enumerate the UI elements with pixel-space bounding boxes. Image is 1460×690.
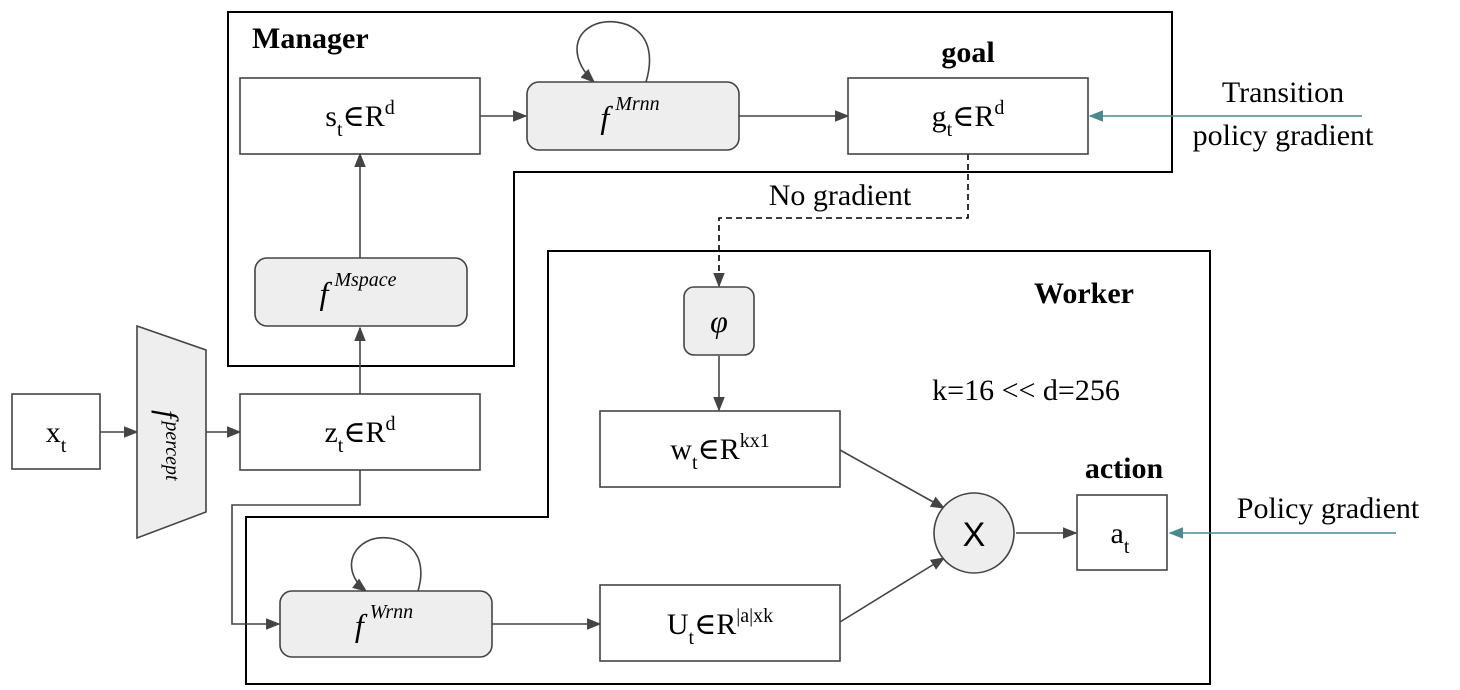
- node-g-box: [847, 77, 1089, 155]
- node-s-label: st∈Rd: [325, 97, 394, 141]
- node-z-box: [239, 393, 481, 471]
- node-x-label: xt: [46, 416, 67, 457]
- node-a-box: [1076, 494, 1168, 571]
- transition-gradient-label-line1: Transition: [1222, 76, 1344, 109]
- node-x-box: [11, 393, 101, 470]
- goal-label: goal: [941, 36, 994, 69]
- node-u-box: [599, 584, 841, 662]
- node-wrnn-box: [279, 590, 493, 658]
- manager-region: [227, 11, 1173, 367]
- k-d-label: k=16 << d=256: [932, 374, 1120, 407]
- node-percept-trapezoid: [136, 324, 207, 540]
- edge-w-mult: [839, 449, 946, 509]
- transition-gradient-label-line2: policy gradient: [1193, 119, 1374, 152]
- action-label: action: [1085, 452, 1164, 485]
- node-g-label: gt∈Rd: [932, 97, 1005, 141]
- mrnn-recurrence-loop: [576, 20, 651, 83]
- manager-title: Manager: [252, 22, 369, 55]
- node-u-label: Ut∈R|a|xk: [667, 605, 773, 649]
- node-z-label: zt∈Rd: [324, 413, 395, 457]
- node-mult-circle: [933, 492, 1015, 574]
- no-gradient-label: No gradient: [769, 179, 912, 212]
- node-a-label: at: [1111, 517, 1130, 558]
- worker-region: [245, 250, 1211, 685]
- node-phi-label: φ: [710, 303, 728, 339]
- node-w-label: wt∈Rkx1: [670, 430, 769, 474]
- node-mult-label: X: [963, 516, 986, 554]
- edge-g-phi-no-gradient: [713, 154, 969, 288]
- node-mrnn-box: [526, 81, 740, 151]
- node-phi-box: [683, 286, 755, 356]
- wrnn-recurrence-loop: [350, 536, 422, 592]
- node-s-box: [239, 77, 481, 155]
- node-mspace-box: [254, 257, 468, 327]
- edge-u-mult: [839, 557, 946, 623]
- edge-z-wrnn: [231, 470, 361, 630]
- worker-title: Worker: [1034, 277, 1134, 310]
- policy-gradient-label: Policy gradient: [1237, 492, 1420, 525]
- node-w-box: [599, 410, 841, 488]
